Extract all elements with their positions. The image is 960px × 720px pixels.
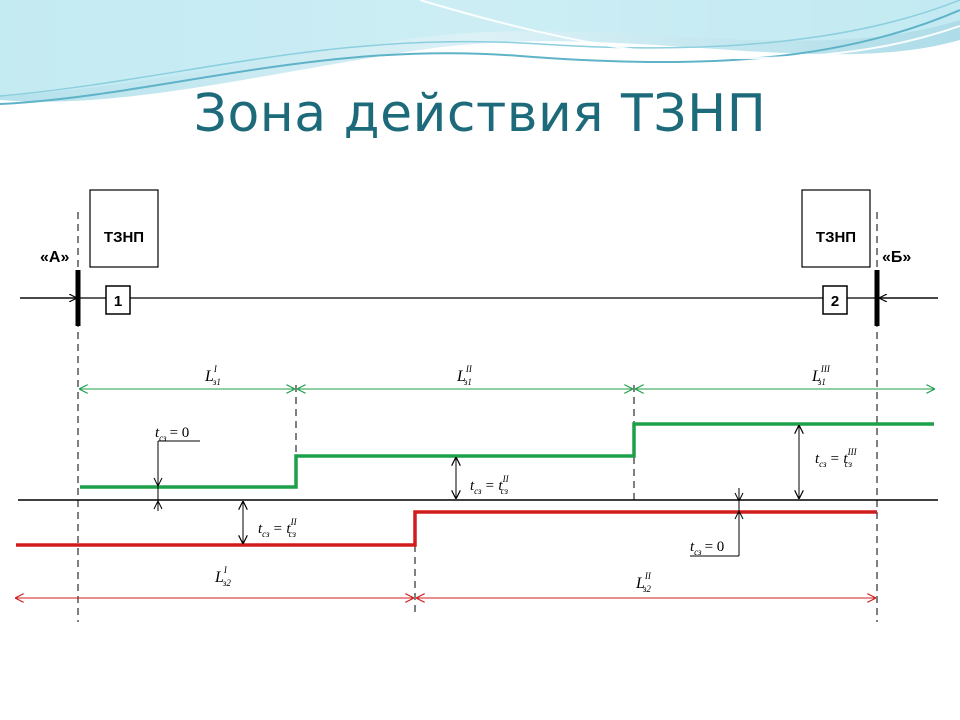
relay-left-label: ТЗНП — [104, 229, 144, 246]
substation-b-label: «Б» — [882, 249, 911, 266]
breaker-left-label: 1 — [114, 293, 122, 310]
wave-line-3 — [419, 0, 960, 60]
time-dimension-arrows — [153, 426, 799, 557]
wave-line-1 — [0, 9, 960, 105]
page-title: Зона действия ТЗНП — [193, 84, 767, 144]
svg-text:tсз= 0: tсз= 0 — [155, 425, 189, 443]
time-label-t1-zero: tсз= 0 — [155, 425, 189, 443]
dim-t1-zero-head-bot — [153, 499, 163, 510]
relay-box-left — [89, 189, 159, 268]
breaker-right — [822, 285, 848, 315]
relay-right-label: ТЗНП — [816, 229, 856, 246]
breaker-right-label: 2 — [831, 293, 839, 310]
dashed-guides — [77, 212, 878, 622]
wave-band-2 — [0, 0, 960, 96]
dim-t1-zero-head-top — [153, 477, 163, 488]
substation-a-label: «А» — [40, 249, 69, 266]
breaker-left — [105, 285, 131, 315]
green-time-characteristic — [80, 422, 934, 489]
time-label-t2-zero: tсз= 0 — [690, 539, 724, 557]
relay-box-right — [801, 189, 871, 268]
wave-line-2 — [0, 0, 960, 97]
red-time-characteristic — [16, 510, 877, 547]
svg-text:tсз= 0: tсз= 0 — [690, 539, 724, 557]
header-wave-decoration — [0, 0, 960, 105]
